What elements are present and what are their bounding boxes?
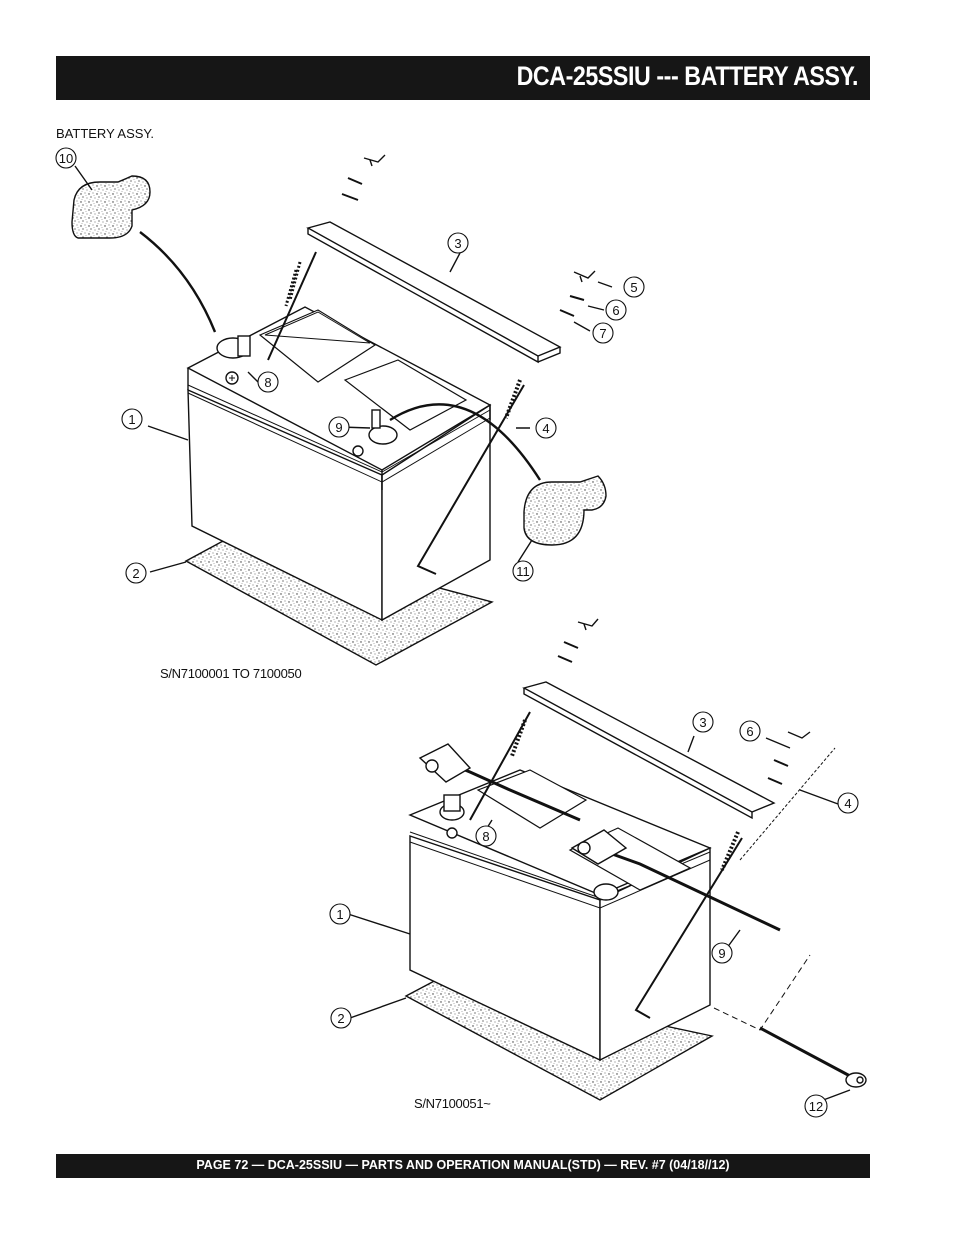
callouts: 10 3 5 6 7 8 1 9 4 2 11 3 6 4 8 1 9 2 12 (55, 147, 859, 1118)
callout-top-2: 2 (125, 562, 147, 584)
callout-top-10: 10 (55, 147, 77, 169)
bottom-diagram (347, 618, 867, 1103)
svg-text:7: 7 (599, 326, 606, 341)
svg-text:2: 2 (337, 1011, 344, 1026)
svg-text:9: 9 (335, 420, 342, 435)
page-title: DCA-25SSIU --- BATTERY ASSY. (516, 61, 859, 91)
terminal-cover-11 (523, 475, 607, 546)
callout-top-9: 9 (328, 416, 350, 438)
footer-text: PAGE 72 — DCA-25SSIU — PARTS AND OPERATI… (196, 1158, 730, 1172)
svg-text:9: 9 (718, 946, 725, 961)
callout-bottom-9: 9 (711, 942, 733, 964)
callout-top-11: 11 (512, 560, 534, 582)
callout-top-3: 3 (447, 232, 469, 254)
footer-bar: PAGE 72 — DCA-25SSIU — PARTS AND OPERATI… (56, 1154, 870, 1178)
svg-text:6: 6 (612, 303, 619, 318)
svg-text:5: 5 (630, 280, 637, 295)
title-bar: DCA-25SSIU --- BATTERY ASSY. (56, 56, 870, 100)
callout-bottom-2: 2 (330, 1007, 352, 1029)
callout-top-5: 5 (623, 276, 645, 298)
svg-text:11: 11 (516, 564, 530, 579)
callout-bottom-4: 4 (837, 792, 859, 814)
terminal-cover-10 (71, 175, 151, 239)
svg-text:4: 4 (542, 421, 549, 436)
svg-text:8: 8 (482, 829, 489, 844)
callout-top-7: 7 (592, 322, 614, 344)
callout-top-8: 8 (257, 371, 279, 393)
top-diagram (71, 154, 613, 666)
callout-bottom-12: 12 (804, 1094, 828, 1118)
section-label: BATTERY ASSY. (56, 126, 155, 141)
callout-top-6: 6 (605, 299, 627, 321)
svg-text:6: 6 (746, 724, 753, 739)
callout-bottom-1: 1 (329, 903, 351, 925)
svg-text:1: 1 (336, 907, 343, 922)
callout-top-4: 4 (535, 417, 557, 439)
j-bolt-left (267, 251, 317, 361)
svg-text:12: 12 (809, 1099, 823, 1114)
svg-text:3: 3 (699, 715, 706, 730)
serial-label-top: S/N7100001 TO 7100050 (160, 666, 302, 681)
battery-side (381, 403, 491, 622)
callout-top-1: 1 (121, 408, 143, 430)
callout-bottom-3: 3 (692, 711, 714, 733)
svg-text:8: 8 (264, 375, 271, 390)
callout-bottom-8: 8 (475, 825, 497, 847)
j-bolt-right (416, 384, 525, 575)
svg-text:3: 3 (454, 236, 461, 251)
serial-label-bottom: S/N7100051~ (414, 1096, 491, 1111)
svg-text:4: 4 (844, 796, 851, 811)
svg-text:2: 2 (132, 566, 139, 581)
svg-text:10: 10 (59, 151, 73, 166)
callout-bottom-6: 6 (739, 720, 761, 742)
svg-text:1: 1 (128, 412, 135, 427)
